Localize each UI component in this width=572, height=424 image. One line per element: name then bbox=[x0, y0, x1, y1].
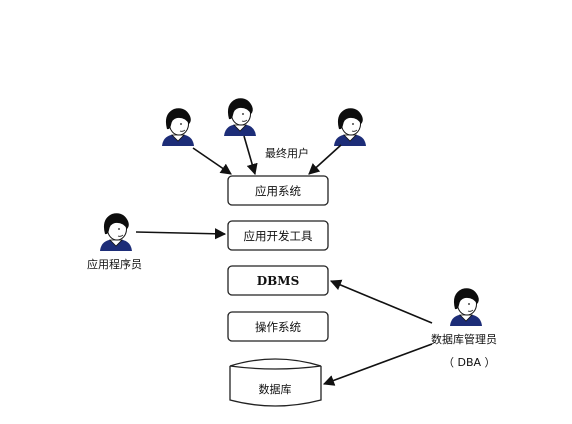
person-icon bbox=[161, 107, 195, 147]
dbms-label: DBMS bbox=[257, 274, 300, 288]
dba-abbr-label: （ DBA ） bbox=[443, 356, 496, 369]
app-system-box: 应用系统 bbox=[227, 175, 329, 206]
os-label: 操作系统 bbox=[255, 320, 301, 334]
person-icon bbox=[333, 107, 367, 147]
person-icon bbox=[449, 287, 483, 327]
os-box: 操作系统 bbox=[227, 311, 329, 342]
database-cylinder: 数据库 bbox=[229, 358, 322, 407]
end-users-label: 最终用户 bbox=[265, 146, 309, 160]
arrow-end-user-left bbox=[192, 147, 232, 175]
app-programmer-label: 应用程序员 bbox=[87, 257, 142, 271]
dbms-box: DBMS bbox=[227, 265, 329, 296]
dev-tools-box: 应用开发工具 bbox=[227, 220, 329, 251]
arrow-dba-to-dbms bbox=[329, 279, 433, 324]
arrow-dba-to-database bbox=[322, 343, 433, 386]
app-system-label: 应用系统 bbox=[255, 184, 301, 198]
dev-tools-label: 应用开发工具 bbox=[244, 229, 313, 243]
database-label: 数据库 bbox=[259, 382, 292, 396]
arrow-end-user-middle bbox=[243, 135, 258, 176]
arrow-end-user-right bbox=[308, 144, 342, 175]
person-icon bbox=[223, 97, 257, 137]
arrow-app-programmer bbox=[135, 228, 227, 240]
person-icon bbox=[99, 212, 133, 252]
dba-title-label: 数据库管理员 bbox=[431, 332, 497, 346]
